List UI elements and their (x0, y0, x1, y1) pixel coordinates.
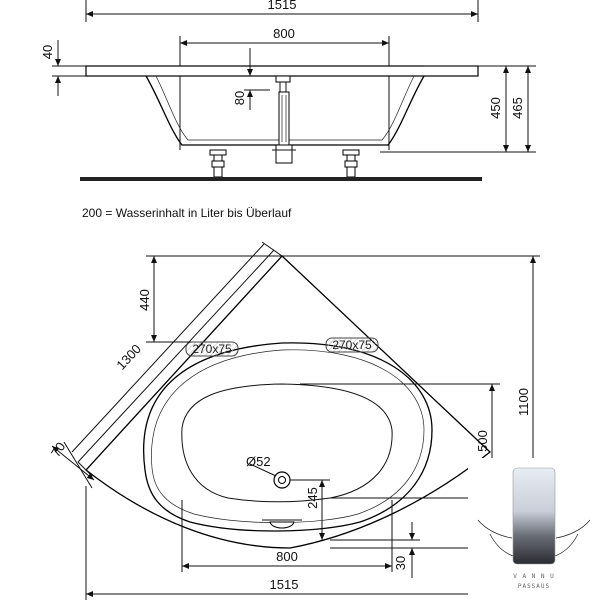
tub-rim (85, 65, 479, 77)
logo-text-top: V A N N U (513, 573, 555, 580)
side-depth-total-label: 465 (510, 97, 525, 119)
side-width-inner-label: 800 (273, 26, 295, 41)
foot-left-icon (209, 149, 227, 178)
pad-right-label: 270x75 (332, 338, 372, 352)
tub-outline-top (85, 255, 491, 549)
top-height-total-label: 1100 (516, 388, 531, 416)
top-drain-offset-label: 245 (305, 487, 320, 509)
pad-right-icon (325, 337, 379, 353)
overflow-icon (269, 521, 295, 529)
brand-logo: V A N N U PASSAUS (468, 458, 600, 600)
side-rim-height-label: 40 (40, 45, 55, 59)
pad-left-label: 270x75 (192, 342, 232, 356)
side-drain-height-label: 80 (232, 91, 247, 105)
foot-right-icon (342, 149, 360, 178)
top-corner-offset-label: 440 (137, 289, 152, 311)
side-depth-inner-label: 450 (488, 97, 503, 119)
top-view: 70 1300 440 1100 270x75 270x75 500 Ø52 (48, 241, 540, 600)
volume-note: 200 = Wasserinhalt in Liter bis Überlauf (82, 206, 292, 220)
side-width-total-label: 1515 (268, 0, 297, 12)
floor-line (80, 177, 482, 181)
pad-left-icon (185, 341, 239, 357)
top-height-inner-label: 500 (475, 430, 490, 452)
logo-text-bottom: PASSAUS (518, 583, 550, 590)
top-width-total-label: 1515 (270, 577, 299, 592)
top-side-length-label: 1300 (113, 341, 144, 372)
top-edge-width-label: 70 (48, 440, 68, 460)
overflow-pipe-icon (272, 75, 296, 164)
basin-outer (143, 342, 433, 532)
top-front-gap-label: 30 (393, 556, 408, 570)
drain-diameter-label: Ø52 (246, 454, 271, 469)
top-width-inner-label: 800 (276, 549, 298, 564)
basin-floor (181, 383, 393, 503)
side-view: 1515 800 40 80 (40, 0, 536, 181)
